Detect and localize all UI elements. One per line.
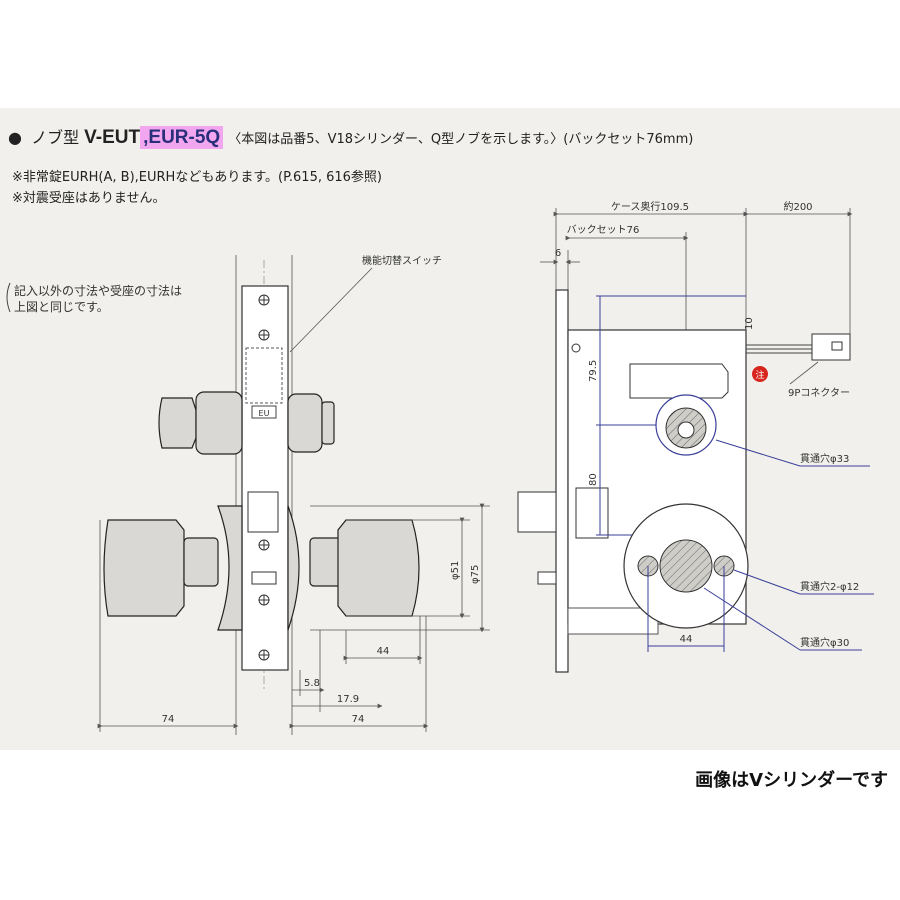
model-primary: V-EUT xyxy=(84,127,141,148)
faceplate-side xyxy=(555,289,569,673)
leader-12 xyxy=(733,569,801,595)
rose-right xyxy=(287,505,300,631)
model-highlight: ,EUR-5Q xyxy=(140,126,224,149)
label-phi51: φ51 xyxy=(450,561,461,580)
side-note-line1: 記入以外の寸法や受座の寸法は xyxy=(14,283,182,298)
type-label: ノブ型 xyxy=(31,128,80,147)
label-5-8: 5.8 xyxy=(304,678,320,689)
bullet: ● xyxy=(8,128,22,147)
cylinder-face xyxy=(321,401,335,445)
latch-side xyxy=(517,491,557,533)
leader-33 xyxy=(715,439,801,467)
leader-30 xyxy=(703,587,801,651)
thumbturn xyxy=(158,397,197,449)
rose-left xyxy=(217,505,243,631)
label-74-right: 74 xyxy=(352,714,365,725)
label-74-left: 74 xyxy=(162,714,175,725)
switch-area xyxy=(245,347,283,404)
switch-leader xyxy=(289,267,373,353)
case-screw xyxy=(571,343,581,353)
case-bottom-detail xyxy=(567,607,659,635)
bolt-body xyxy=(575,487,609,539)
deadlatch-side xyxy=(537,571,557,585)
note-seismic: ※対震受座はありません。 xyxy=(12,191,166,206)
label-hole12: 貫通穴2-φ12 xyxy=(800,580,859,593)
switch-slot xyxy=(629,363,729,399)
knob-right xyxy=(337,519,420,617)
svg-text:EU: EU xyxy=(259,409,270,418)
diagram-header: ● ノブ型 V-EUT,EUR-5Q 〈本図は品番5、V18シリンダー、Q型ノブ… xyxy=(8,124,693,149)
label-approx200: 約200 xyxy=(783,200,812,213)
note-mark: 注 xyxy=(755,369,764,381)
note-badge xyxy=(752,366,768,382)
label-6: 6 xyxy=(555,248,561,259)
rose-upper-left xyxy=(195,391,243,455)
side-note-bracket xyxy=(6,282,11,313)
label-hole30: 貫通穴φ30 xyxy=(800,636,849,649)
label-79-5: 79.5 xyxy=(588,360,599,382)
connector-leader xyxy=(789,361,819,385)
label-hole33: 貫通穴φ33 xyxy=(800,452,849,465)
image-caption: 画像はVシリンダーです xyxy=(695,770,888,791)
label-80: 80 xyxy=(588,473,599,486)
label-44-right: 44 xyxy=(680,634,693,645)
knob-left-neck xyxy=(183,537,219,587)
screw-icons xyxy=(258,294,270,661)
hole-phi30 xyxy=(659,539,713,593)
latch-bolt xyxy=(247,491,279,533)
knob-left xyxy=(103,519,185,617)
cylinder-rose xyxy=(287,393,323,453)
description: 〈本図は品番5、V18シリンダー、Q型ノブを示します。〉(バックセット76mm) xyxy=(228,132,694,147)
label-phi75: φ75 xyxy=(470,565,481,584)
note-emergency: ※非常錠EURH(A, B),EURHなどもあります。(P.615, 616参照… xyxy=(12,170,382,185)
switch-label: 機能切替スイッチ xyxy=(362,254,442,267)
dead-latch xyxy=(251,571,277,585)
label-17-9: 17.9 xyxy=(337,694,359,705)
label-44-left: 44 xyxy=(377,646,390,657)
eu-badge xyxy=(251,405,277,419)
connector-9p xyxy=(811,333,851,361)
faceplate xyxy=(241,285,289,671)
label-10: 10 xyxy=(744,317,755,330)
label-backset: バックセット76 xyxy=(567,224,640,236)
side-note-line2: 上図と同じです。 xyxy=(14,300,109,314)
label-case-depth: ケース奥行109.5 xyxy=(611,200,689,213)
label-connector: 9Pコネクター xyxy=(788,387,850,399)
